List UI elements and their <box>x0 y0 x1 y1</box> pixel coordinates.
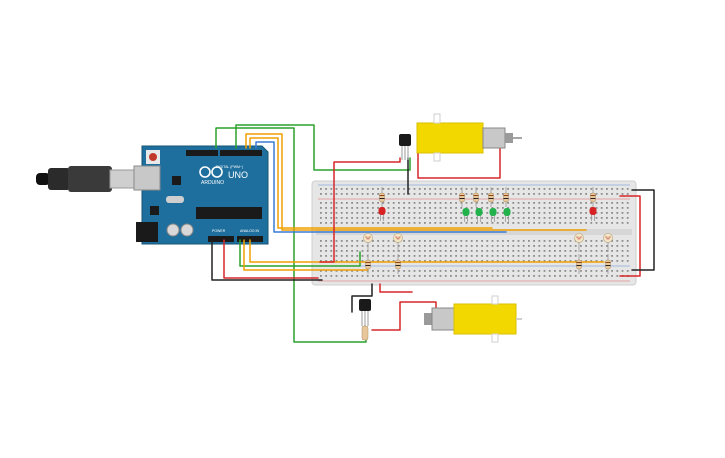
board-model: UNO <box>228 170 248 180</box>
wire-red-bottom-motor[interactable] <box>371 301 437 331</box>
crystal <box>166 196 184 203</box>
wire-orange-4[interactable] <box>249 239 605 263</box>
motor-bottom-shaft-2 <box>491 333 499 343</box>
motor-top-body <box>482 127 506 149</box>
led-green-3[interactable] <box>489 208 497 222</box>
resistor-ldr-2[interactable] <box>395 254 401 274</box>
capacitor-1 <box>166 223 180 237</box>
resistor-led-4[interactable] <box>488 187 494 207</box>
breadboard-components[interactable] <box>363 187 613 274</box>
resistor-ldr-3[interactable] <box>576 254 582 274</box>
reset-button-cap[interactable] <box>149 153 157 161</box>
usb-cable-body <box>48 168 70 190</box>
wire-black-right[interactable] <box>631 189 655 271</box>
led-green-4[interactable] <box>503 208 511 222</box>
photoresistor-3[interactable] <box>574 233 584 253</box>
wires[interactable] <box>211 124 655 343</box>
transistor-bottom[interactable] <box>359 299 371 326</box>
digital-header-label: DIGITAL (PWM~) <box>216 165 243 169</box>
wire-red-right[interactable] <box>619 195 641 277</box>
wire-orange-2[interactable] <box>249 137 493 229</box>
arduino-uno-board[interactable]: ARDUINO UNO DIGITAL (PWM~) POWER ANALOG … <box>133 145 269 245</box>
wire-black-1[interactable] <box>211 239 323 281</box>
digital-pin-header-2 <box>220 150 262 156</box>
led-red-right[interactable] <box>589 207 597 221</box>
motor-bottom-shaft <box>491 295 499 305</box>
usb-connector-housing <box>68 166 112 192</box>
analog-header-label: ANALOG IN <box>240 229 260 233</box>
led-green-1[interactable] <box>462 208 470 222</box>
motor-top-shaft <box>433 113 441 124</box>
motor-top-gearbox <box>416 122 484 154</box>
power-jack <box>136 222 158 242</box>
resistor-ldr-4[interactable] <box>605 254 611 274</box>
motor-top[interactable] <box>416 113 522 162</box>
wire-blue-1[interactable] <box>255 141 507 233</box>
photoresistor-1[interactable] <box>363 233 373 253</box>
analog-pin-header <box>237 236 263 242</box>
breadboard[interactable] <box>311 180 637 286</box>
voltage-regulator <box>150 206 159 215</box>
atmega-chip <box>196 207 262 219</box>
usb-jack <box>133 165 161 191</box>
resistor-ldr-1[interactable] <box>365 254 371 274</box>
usb-chip <box>172 176 181 185</box>
resistor-led-3[interactable] <box>473 187 479 207</box>
wire-red-top-motor[interactable] <box>417 139 501 179</box>
led-green-2[interactable] <box>475 208 483 222</box>
board-brand: ARDUINO <box>201 180 224 186</box>
resistor-led-1[interactable] <box>379 187 385 207</box>
wire-red-1[interactable] <box>223 239 319 279</box>
motor-bottom-body <box>431 307 455 331</box>
wire-orange-1[interactable] <box>245 133 587 231</box>
wire-red-2[interactable] <box>319 157 401 263</box>
resistor-led-6[interactable] <box>590 187 596 207</box>
wire-red-bottom-rail[interactable] <box>379 283 413 293</box>
photoresistor-2[interactable] <box>393 233 403 253</box>
motor-bottom-endcap <box>424 313 432 325</box>
motor-top-endcap <box>505 133 513 143</box>
led-red-left[interactable] <box>378 207 386 221</box>
motor-top-shaft-bottom <box>433 152 441 162</box>
resistor-led-2[interactable] <box>459 187 465 207</box>
resistor-led-5[interactable] <box>503 187 509 207</box>
digital-pin-header-1 <box>186 150 218 156</box>
photoresistor-4[interactable] <box>603 233 613 253</box>
motor-bottom-gearbox <box>453 303 517 335</box>
wire-green-left[interactable] <box>215 127 367 343</box>
resistor-bottom-transistor[interactable] <box>361 325 369 341</box>
arduino-infinity-logo <box>199 166 223 178</box>
power-header-label: POWER <box>212 229 226 233</box>
wire-black-bottom-motor[interactable] <box>351 283 373 313</box>
capacitor-2 <box>180 223 194 237</box>
motor-bottom[interactable] <box>424 295 522 343</box>
wire-green-top[interactable] <box>235 124 411 171</box>
wire-green-bottom[interactable] <box>239 239 361 267</box>
transistor-top[interactable] <box>399 134 411 160</box>
usb-cable-end <box>36 173 50 185</box>
power-pin-header <box>208 236 234 242</box>
